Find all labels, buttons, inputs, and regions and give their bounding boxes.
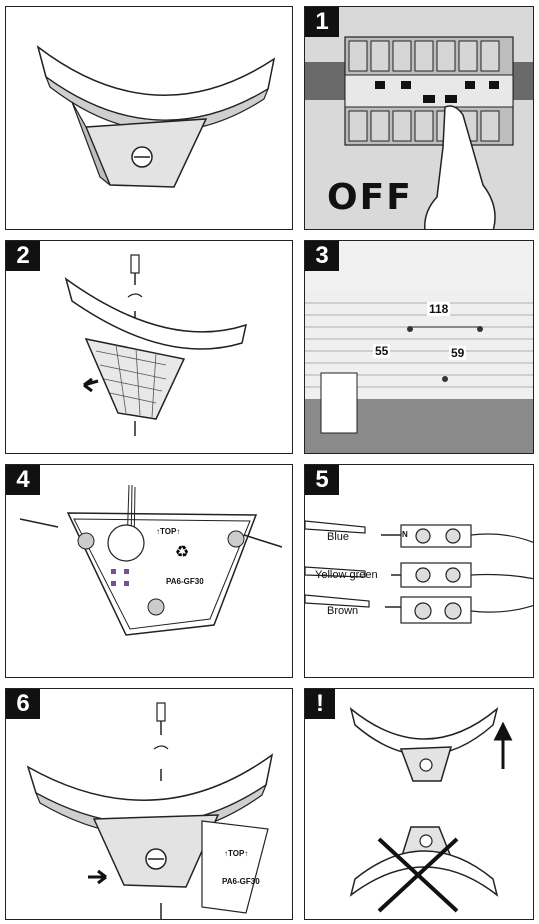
disassembly-illustration (64, 254, 248, 436)
wiring-illustration (305, 520, 533, 624)
step-2-badge: 2 (6, 241, 40, 271)
panel-product-overview (5, 6, 293, 230)
screwdriver-icon (130, 254, 140, 285)
material-code-small: PA6-GF30 (222, 877, 260, 886)
step-1-badge: 1 (305, 7, 339, 37)
svg-text:♻: ♻ (175, 544, 189, 561)
panel-step-6: 6 ↑TOP↑ PA6-GF30 (5, 688, 293, 920)
screwdriver-icon (156, 702, 166, 735)
panel-step-1: 1 OFF (304, 6, 534, 230)
dimension-59: 59 (449, 346, 467, 360)
top-marking: ↑TOP↑ (156, 527, 181, 536)
lamp-illustration (36, 45, 276, 188)
orientation-illustration (349, 706, 513, 913)
power-off-label: OFF (327, 177, 413, 218)
step-4-badge: 4 (6, 465, 40, 495)
wire-label-brown: Brown (327, 605, 359, 617)
wall-drilling-illustration (305, 291, 533, 453)
panel-step-3: 3 118 55 59 (304, 240, 534, 454)
panel-step-2: 2 (5, 240, 293, 454)
screw-icon (19, 518, 283, 548)
material-code: PA6-GF30 (166, 577, 204, 586)
arrow-up-icon (493, 721, 513, 769)
mounting-plate-illustration: ♻ (19, 484, 283, 636)
dimension-55: 55 (373, 344, 391, 358)
step-6-badge: 6 (6, 689, 40, 719)
warning-badge: ! (305, 689, 335, 719)
panel-step-5: 5 Blue Yellow green Brown N (304, 464, 534, 678)
wire-label-blue: Blue (327, 531, 350, 543)
step-5-badge: 5 (305, 465, 339, 495)
cross-icon (377, 837, 459, 913)
dimension-118: 118 (427, 302, 451, 316)
panel-step-4: 4 ♻ ↑TOP↑ PA6-GF30 (5, 464, 293, 678)
reassembly-illustration (26, 702, 274, 919)
top-marking-small: ↑TOP↑ (224, 849, 249, 858)
circuit-breaker-illustration (305, 36, 533, 229)
wire-label-yellow-green: Yellow green (315, 569, 378, 581)
step-3-badge: 3 (305, 241, 339, 271)
panel-warning-orientation: ! (304, 688, 534, 920)
terminal-n-label: N (402, 530, 408, 539)
